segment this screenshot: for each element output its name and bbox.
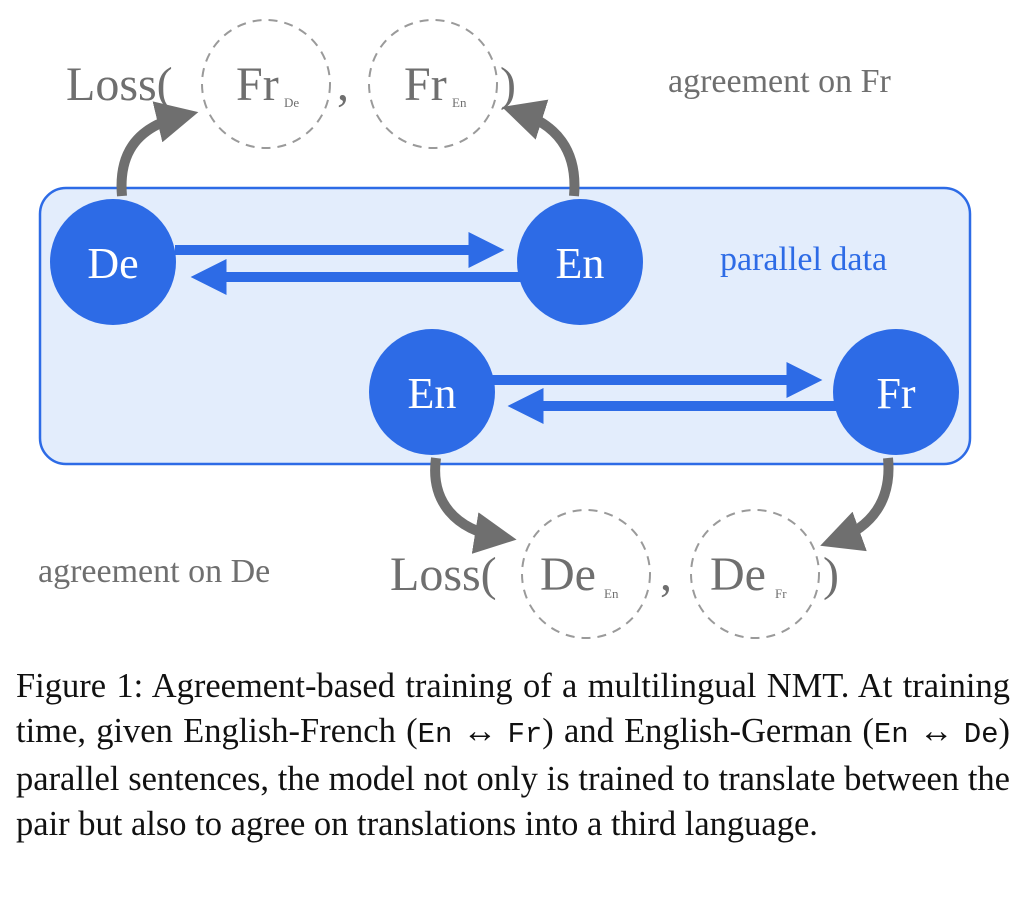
node-en-top-label: En	[556, 239, 605, 288]
node-fr-label: Fr	[876, 369, 915, 418]
node-de-label: De	[87, 239, 138, 288]
top-loss-close: )	[500, 58, 516, 111]
parallel-data-label: parallel data	[720, 241, 887, 278]
bottom-loss-comma: ,	[660, 548, 672, 601]
bottom-loss-slot-2	[690, 509, 820, 639]
caption-text-1: : Agreement-based training of a multilin…	[16, 667, 1011, 750]
bottom-loss-de-en-main: De	[540, 548, 596, 601]
bottom-loss-de-en-sub: En	[604, 586, 619, 601]
node-en-bottom: En	[369, 329, 495, 455]
top-loss-fr-en-main: Fr	[404, 58, 447, 111]
caption-text-3: ) parallel sentences, the model not only…	[16, 712, 1011, 843]
agreement-diagram: parallel data De En En Fr Loss( Fr De , …	[38, 19, 972, 639]
bottom-loss-de-fr-sub: Fr	[775, 586, 787, 601]
top-loss: Loss( Fr De , Fr En )	[66, 19, 516, 149]
top-loss-word: Loss(	[66, 58, 173, 111]
arrow-de-to-fr-de	[116, 101, 199, 197]
top-loss-fr-de-sub: De	[284, 95, 299, 110]
agreement-on-fr-label: agreement on Fr	[668, 63, 891, 100]
caption-pair2-a: En	[873, 718, 909, 751]
caption-pair1-a: En	[417, 718, 453, 751]
top-loss-fr-en-sub: En	[452, 95, 467, 110]
top-loss-fr-de-main: Fr	[236, 58, 279, 111]
bottom-loss-close: )	[823, 548, 839, 601]
caption-pair1-b: Fr	[507, 718, 543, 751]
bottom-loss-slot-1	[521, 509, 651, 639]
top-loss-slot-2	[368, 19, 498, 149]
caption-pair1-arrow: ↔	[462, 712, 498, 750]
node-en-top: En	[517, 199, 643, 325]
arrow-fr-to-de-fr	[820, 457, 894, 552]
bottom-loss-word: Loss(	[390, 548, 497, 601]
parallel-data-panel	[38, 186, 972, 466]
arrow-en-to-de-en	[430, 457, 517, 554]
top-loss-slot-1	[201, 19, 331, 149]
arrow-en-to-fr-en	[501, 99, 580, 197]
agreement-on-de-label: agreement on De	[38, 553, 270, 590]
node-en-bottom-label: En	[408, 369, 457, 418]
node-fr: Fr	[833, 329, 959, 455]
figure-caption: Figure 1: Agreement-based training of a …	[16, 664, 1010, 847]
node-de: De	[50, 199, 176, 325]
caption-text-2: ) and English-German (	[542, 712, 874, 750]
bottom-loss-de-fr-main: De	[710, 548, 766, 601]
caption-pair2-b: De	[963, 718, 999, 751]
top-loss-comma: ,	[337, 58, 349, 111]
caption-figure-label: Figure 1	[16, 667, 134, 705]
bottom-loss: Loss( De En , De Fr )	[390, 509, 839, 639]
caption-pair2-arrow: ↔	[918, 712, 954, 750]
